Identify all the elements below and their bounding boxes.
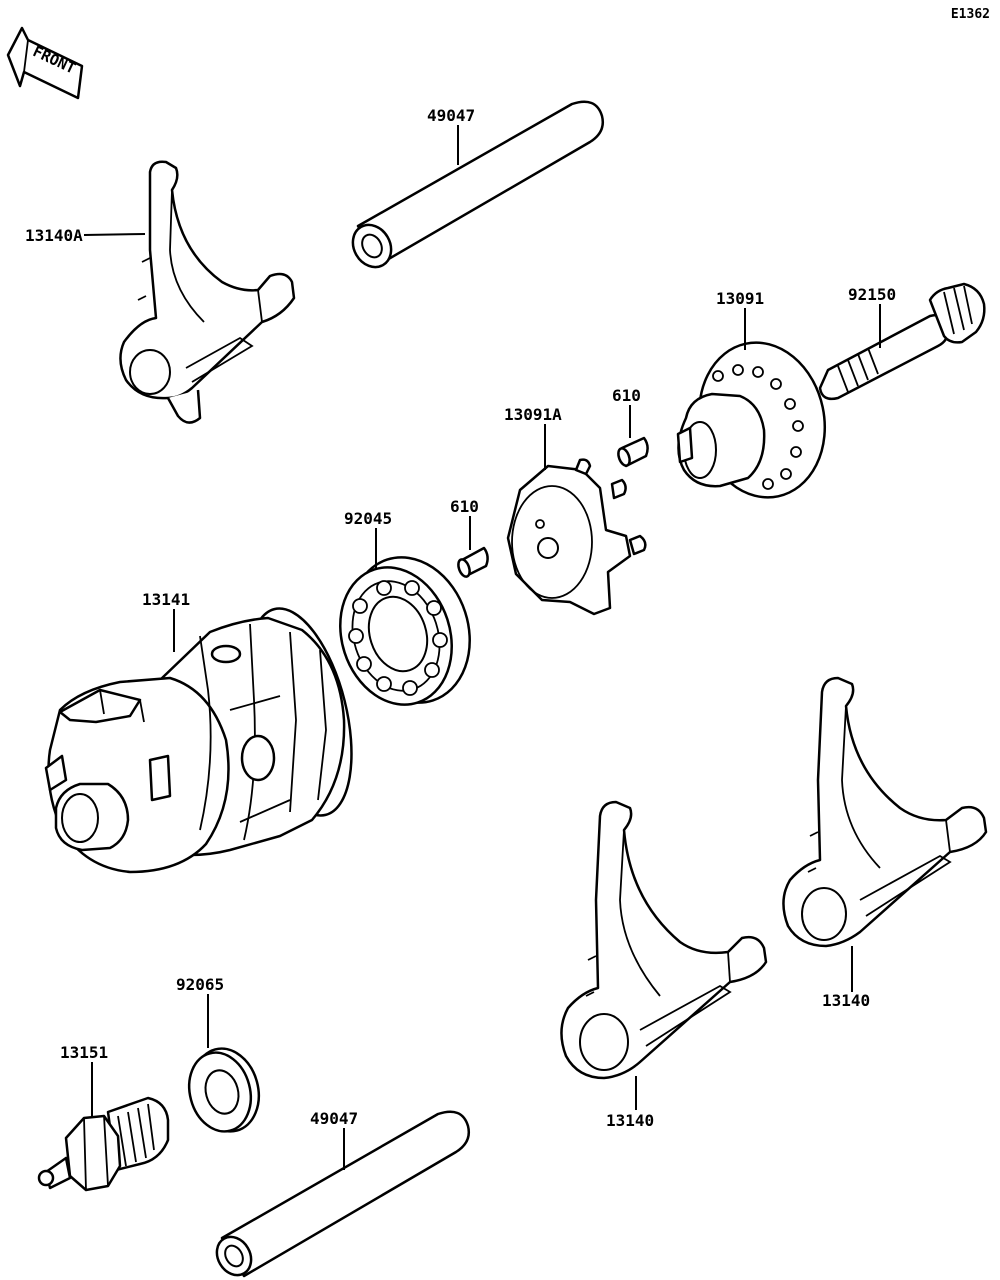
bolt-92150 bbox=[818, 282, 986, 401]
shift-drum-13141 bbox=[44, 607, 353, 874]
shift-fork-13140a bbox=[119, 160, 296, 424]
label-92065: 92065 bbox=[176, 975, 224, 994]
neutral-switch-13151 bbox=[37, 1096, 170, 1192]
label-49047-top: 49047 bbox=[427, 106, 475, 125]
drum-plate-13091 bbox=[676, 341, 827, 499]
label-13141: 13141 bbox=[142, 590, 190, 609]
label-13140-right: 13140 bbox=[822, 991, 870, 1010]
front-arrow-icon: FRONT bbox=[6, 26, 84, 100]
shift-fork-13140-right bbox=[782, 676, 988, 948]
shaft-49047-top bbox=[351, 100, 604, 269]
label-92045: 92045 bbox=[344, 509, 392, 528]
shift-fork-13140-left bbox=[560, 800, 768, 1080]
label-13151: 13151 bbox=[60, 1043, 108, 1062]
washer-92065 bbox=[187, 1047, 261, 1133]
shaft-49047-bottom bbox=[215, 1110, 470, 1278]
label-92150: 92150 bbox=[848, 285, 896, 304]
label-13091a: 13091A bbox=[504, 405, 562, 424]
label-610-lower: 610 bbox=[450, 497, 479, 516]
pin-610-upper bbox=[617, 436, 649, 468]
diagram-code: E1362 bbox=[951, 7, 990, 22]
label-13140a: 13140A bbox=[25, 226, 83, 245]
label-49047-bottom: 49047 bbox=[310, 1109, 358, 1128]
label-13140-left: 13140 bbox=[606, 1111, 654, 1130]
label-13091: 13091 bbox=[716, 289, 764, 308]
bearing-92045 bbox=[339, 556, 471, 706]
drum-segment-13091a bbox=[506, 458, 647, 616]
label-610-upper: 610 bbox=[612, 386, 641, 405]
pin-610-lower bbox=[457, 546, 489, 578]
